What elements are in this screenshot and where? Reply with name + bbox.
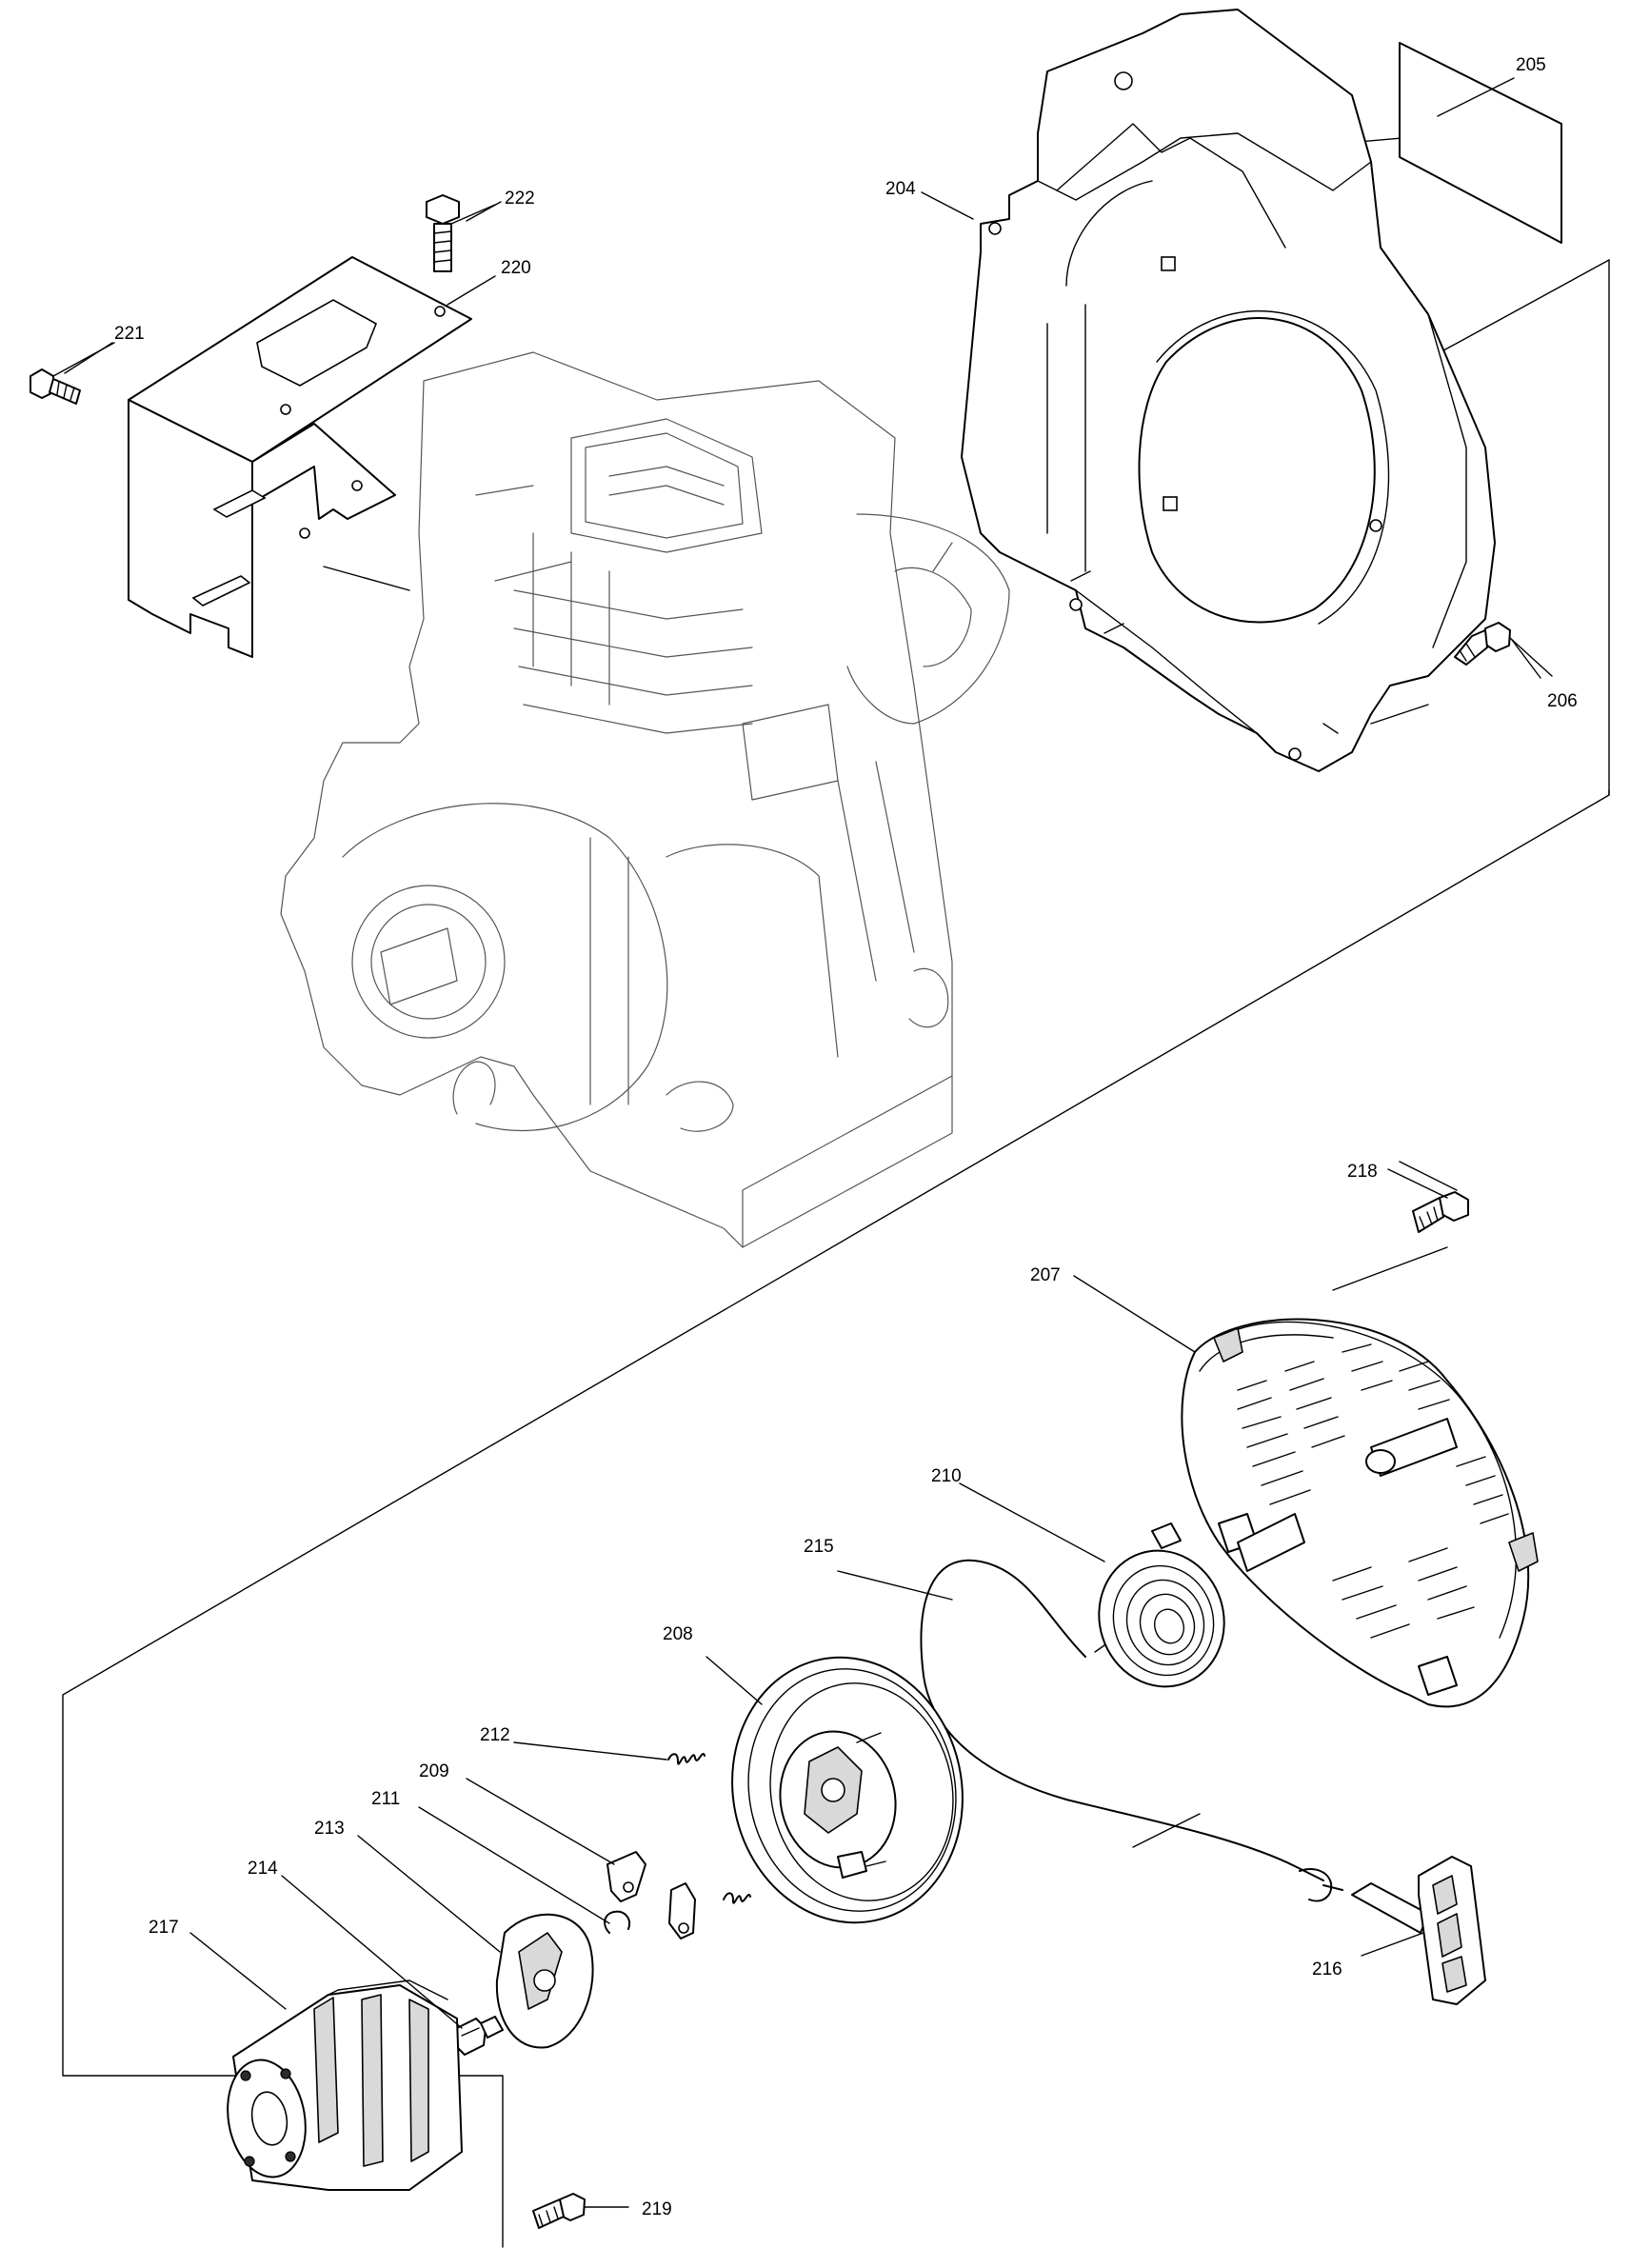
shroud-204 <box>961 9 1496 772</box>
bolt-222 <box>426 194 496 272</box>
spiral-spring-210 <box>1098 1522 1225 1688</box>
engine-block <box>280 351 1010 1248</box>
callout-221: 221 <box>114 324 145 344</box>
callout-206: 206 <box>1547 691 1578 711</box>
callout-208: 208 <box>663 1624 693 1644</box>
callout-218: 218 <box>1347 1162 1378 1182</box>
friction-plate-213 <box>495 1913 594 2049</box>
callout-220: 220 <box>501 258 531 278</box>
callout-215: 215 <box>804 1537 834 1557</box>
bolt-219 <box>532 2193 586 2229</box>
callout-204: 204 <box>885 179 916 199</box>
ratchet-second <box>668 1882 696 1940</box>
screw-214 <box>454 2016 504 2056</box>
ratchet-209 <box>606 1851 646 1902</box>
callout-222: 222 <box>505 189 535 209</box>
bracket-220 <box>128 256 472 658</box>
callout-labels: 205 204 222 220 221 206 218 207 210 215 … <box>114 55 1578 2219</box>
callout-209: 209 <box>419 1761 449 1781</box>
callout-213: 213 <box>314 1819 345 1839</box>
bolt-218 <box>1399 1161 1469 1233</box>
callout-212: 212 <box>480 1725 510 1745</box>
recoil-rope-215 <box>920 1559 1343 1902</box>
recoil-cover-207 <box>1181 1318 1539 1708</box>
callout-210: 210 <box>931 1466 962 1486</box>
callout-216: 216 <box>1312 1960 1342 1980</box>
label-plate-205 <box>1399 42 1562 244</box>
callout-214: 214 <box>248 1859 278 1879</box>
spring-212 <box>667 1753 706 1765</box>
spring-small-209b <box>723 1892 751 1904</box>
callout-211: 211 <box>371 1789 400 1809</box>
reel-208 <box>731 1656 964 1924</box>
callout-219: 219 <box>642 2199 672 2219</box>
callout-217: 217 <box>149 1918 179 1938</box>
cover-vent-slots <box>1237 1343 1509 1639</box>
clip-211 <box>604 1910 630 1934</box>
bolt-221 <box>30 342 115 405</box>
leader-lines <box>64 77 1541 2208</box>
starter-handle-216 <box>1351 1856 1486 2005</box>
starter-cup-217 <box>227 1980 463 2191</box>
bolt-206 <box>1454 622 1553 677</box>
callout-205: 205 <box>1516 55 1546 75</box>
callout-207: 207 <box>1030 1265 1061 1285</box>
